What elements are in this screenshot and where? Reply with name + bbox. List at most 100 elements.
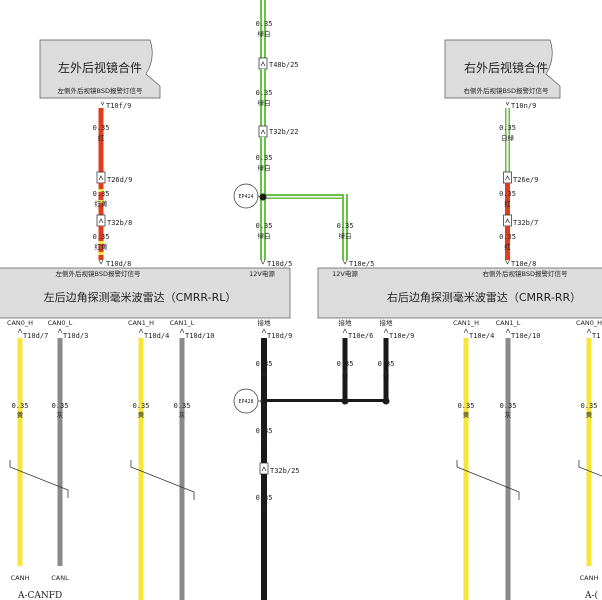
- ground-conn: T32b/25: [270, 467, 300, 475]
- right-twist-mark-1: [456, 460, 520, 500]
- left-mirror-title: 左外后视镜合件: [58, 60, 142, 75]
- right-conn2-symbol: [503, 214, 512, 227]
- right-mirror-pin: T10n/9: [511, 102, 536, 110]
- right-ground-wire-1: [342, 338, 348, 402]
- left-mirror-module: 左外后视镜合件 左侧外后视镜BSD报警灯信号: [39, 39, 161, 99]
- left-mirror-signal: 左侧外后视镜BSD报警灯信号: [58, 86, 143, 95]
- left-conn2-symbol: [96, 214, 106, 227]
- right-wire-seg2-color: 红: [504, 199, 511, 208]
- ground-horizontal-bar: [264, 399, 386, 402]
- right-ground-color-1: 黑: [342, 370, 349, 378]
- left-wire-red-1: [98, 108, 104, 172]
- left-twist-mark-1: [9, 460, 69, 498]
- left-radar-bottom-label-4: 接地: [258, 318, 272, 327]
- right-radar-bottom-label-4: CAN0_H: [576, 319, 602, 327]
- ground-conn-symbol: [259, 462, 269, 475]
- left-canl-label: CANL: [51, 574, 69, 582]
- right-radar-module: 12V电源 右侧外后视镜BSD报警灯信号 右后边角探测毫米波雷达（CMRR-RR…: [317, 267, 602, 327]
- right-bus-label: A-(: [584, 590, 598, 600]
- right-wire-seg3-gauge: 0.35: [499, 233, 516, 241]
- center-conn2: T32b/22: [269, 128, 299, 136]
- right-radar-top-pin-power: T10e/5: [349, 260, 374, 268]
- left-can0h-wire: [17, 338, 23, 566]
- left-radar-bottom-pin-1: T10d/3: [63, 332, 88, 340]
- right-ground-gauge-1: 0.35: [337, 360, 354, 368]
- left-gray-color-2: 灰: [179, 410, 186, 419]
- right-radar-top-pin-signal: T10e/8: [511, 260, 536, 268]
- left-radar-bottom-label-3: CAN1_L: [170, 319, 195, 327]
- splice-ep428-label: EP428: [238, 399, 253, 405]
- right-gray-gauge-1: 0.35: [500, 402, 517, 410]
- right-yellow-gauge-2: 0.35: [581, 402, 598, 410]
- right-radar-bottom-label-1: 接地: [380, 318, 394, 327]
- left-can0l-wire: [57, 338, 63, 566]
- right-wire-seg2-gauge: 0.35: [499, 190, 516, 198]
- left-bus-label: A-CANFD: [17, 591, 62, 600]
- center-conn2-symbol: [258, 125, 268, 138]
- left-conn1-symbol: [96, 171, 106, 184]
- right-gray-color-1: 灰: [505, 410, 512, 419]
- right-yellow-color-2: 黄: [586, 410, 593, 419]
- left-radar-bottom-label-1: CAN0_L: [48, 319, 73, 327]
- ground-color-1: 黑: [261, 370, 268, 378]
- right-yellow-gauge-1: 0.35: [458, 402, 475, 410]
- left-canh-label: CANH: [11, 574, 30, 582]
- left-wire-seg3-gauge: 0.35: [93, 233, 110, 241]
- left-radar-module: 左侧外后视镜BSD报警灯信号 12V电源 左后边角探测毫米波雷达（CMRR-RL…: [0, 267, 291, 327]
- left-radar-bottom-pin-2: T10d/4: [144, 332, 169, 340]
- center-seg1-color: 绿白: [258, 29, 271, 38]
- left-gray-gauge-2: 0.35: [174, 402, 191, 410]
- right-radar-bottom-pin-0: T10e/6: [348, 332, 373, 340]
- left-wire-seg3-color: 红黄: [95, 242, 109, 251]
- left-wire-seg2-gauge: 0.35: [93, 190, 110, 198]
- left-wire-seg1-color: 红: [98, 133, 105, 142]
- left-gray-gauge-1: 0.35: [52, 402, 69, 410]
- left-mirror-pin: T10f/9: [106, 102, 131, 110]
- left-radar-top-label-signal: 左侧外后视镜BSD报警灯信号: [56, 269, 141, 278]
- left-radar-title: 左后边角探测毫米波雷达（CMRR-RL）: [44, 290, 237, 304]
- right-ground-gauge-2: 0.35: [378, 360, 395, 368]
- right-radar-top-label-power: 12V电源: [332, 269, 358, 278]
- left-radar-top-pin-power: T10d/5: [267, 260, 292, 268]
- right-canh-label: CANH: [580, 574, 599, 582]
- right-conn1-symbol: [503, 171, 512, 184]
- center-seg3-color: 绿白: [258, 163, 271, 172]
- left-yellow-gauge-2: 0.35: [133, 402, 150, 410]
- right-yellow-color-1: 黄: [463, 410, 470, 419]
- right-wire-seg1-color: 白绿: [501, 133, 515, 142]
- center-branch-color: 绿白: [339, 231, 352, 240]
- left-wire-seg1-gauge: 0.35: [93, 124, 110, 132]
- center-seg2-gauge: 0.35: [256, 89, 273, 97]
- left-yellow-gauge-1: 0.35: [12, 402, 29, 410]
- right-can1l-wire: [505, 338, 511, 600]
- right-mirror-title: 右外后视镜合件: [464, 60, 548, 75]
- left-can1l-wire: [179, 338, 185, 600]
- left-radar-bottom-label-0: CAN0_H: [7, 319, 33, 327]
- right-wire-conn1: T26e/9: [513, 176, 538, 184]
- splice-ep424-dot: [259, 193, 267, 201]
- left-wire-red-2: [98, 183, 104, 215]
- right-twist-mark-2: [578, 460, 602, 477]
- ground-gauge-3: 0.35: [256, 494, 273, 502]
- right-radar-bottom-pin-2: T10e/4: [469, 332, 494, 340]
- left-radar-top-label-power: 12V电源: [249, 269, 275, 278]
- left-radar-top-pin-signal: T10d/8: [106, 260, 131, 268]
- left-radar-bottom-pin-0: T10d/7: [23, 332, 48, 340]
- left-twist-mark-2: [130, 460, 195, 500]
- right-can1h-wire: [463, 338, 469, 600]
- right-wire-red-3: [505, 226, 510, 260]
- right-wire-conn2: T32b/7: [513, 219, 538, 227]
- center-seg1-gauge: 0.35: [256, 20, 273, 28]
- center-seg4-color: 绿白: [258, 231, 271, 240]
- right-radar-bottom-pin-1: T10e/9: [389, 332, 414, 340]
- right-ground-wire-2: [383, 338, 389, 402]
- right-radar-title: 右后边角探测毫米波雷达（CMRR-RR）: [387, 290, 581, 304]
- center-conn1: T48b/25: [269, 61, 299, 69]
- ground-color-3: 黑: [261, 504, 268, 512]
- left-yellow-color-1: 黄: [17, 410, 24, 419]
- center-seg3-gauge: 0.35: [256, 154, 273, 162]
- right-mirror-module: 右外后视镜合件 右侧外后视镜BSD报警灯信号: [444, 39, 561, 99]
- ground-gauge-1: 0.35: [256, 360, 273, 368]
- ground-gauge-2: 0.35: [256, 427, 273, 435]
